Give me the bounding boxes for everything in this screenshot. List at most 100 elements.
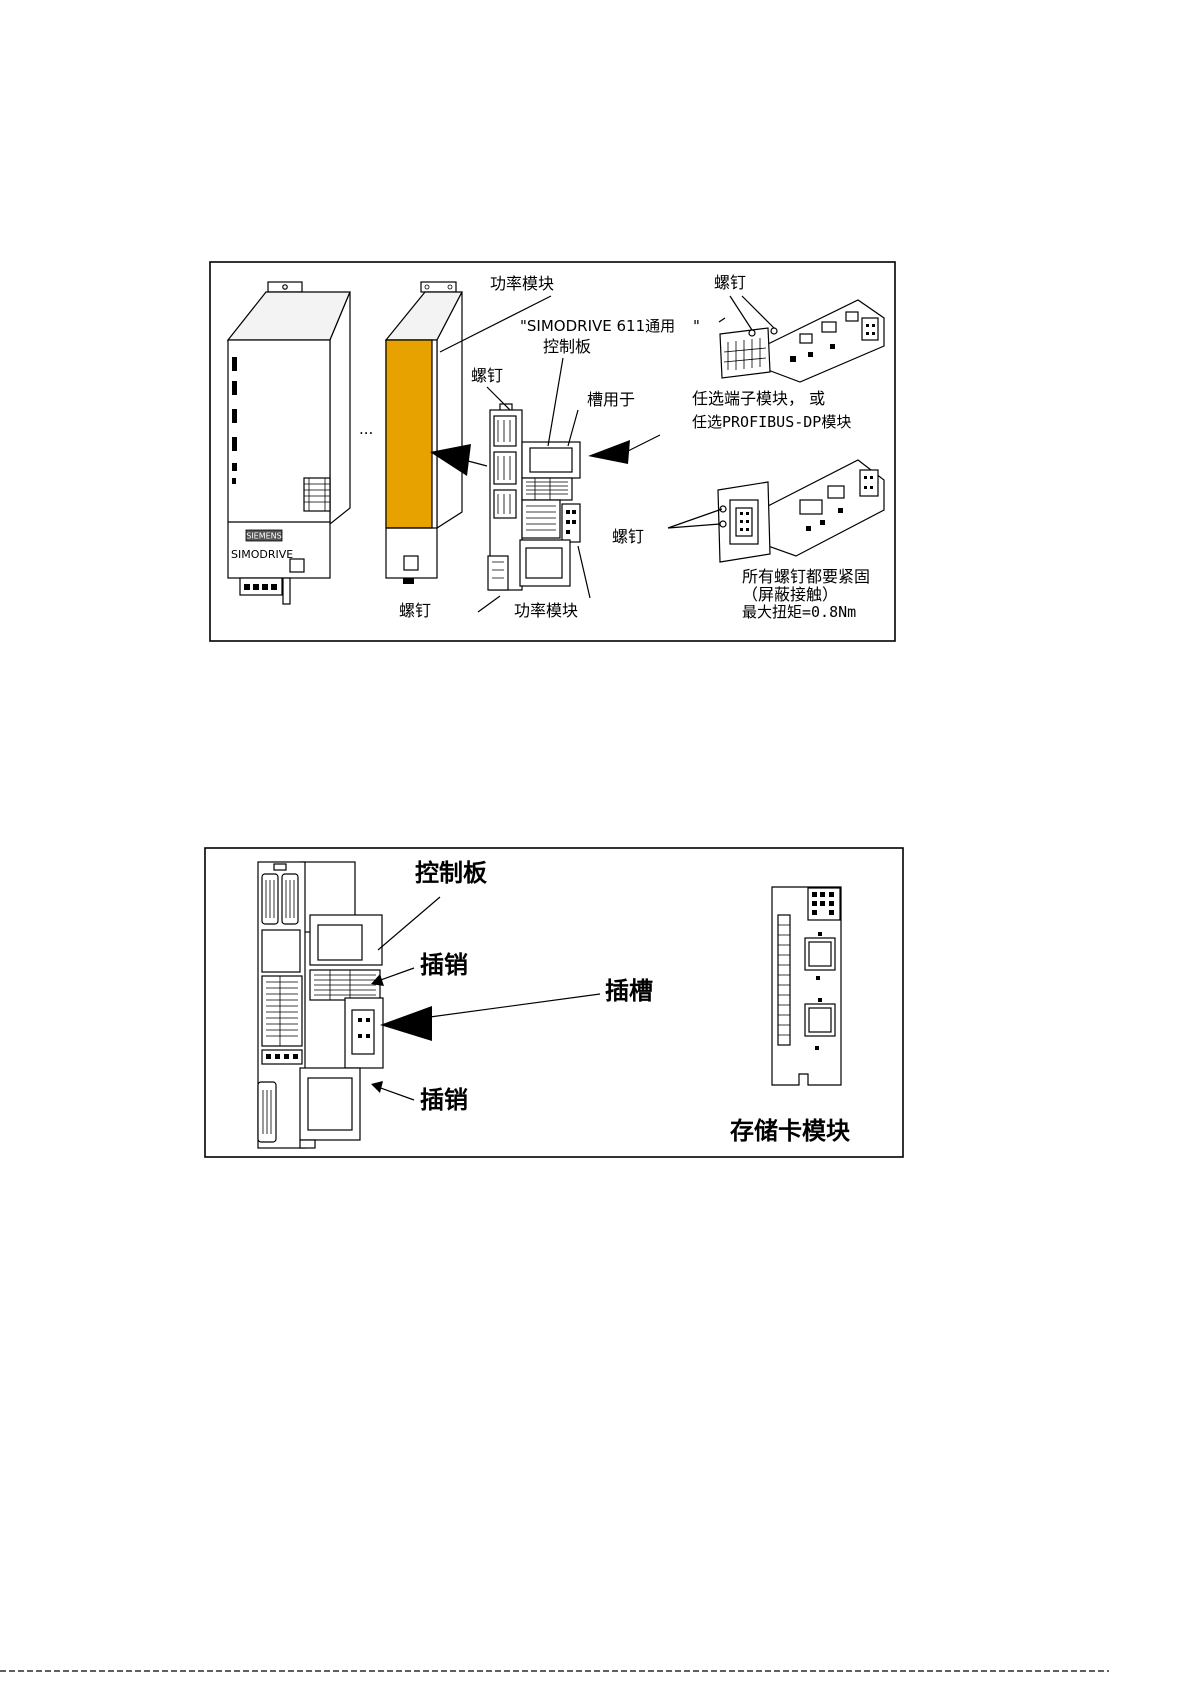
control-board-lower-sub-d-pins bbox=[262, 1090, 272, 1134]
control-board-pin-hatching bbox=[314, 970, 376, 1000]
terminal-module-header bbox=[861, 317, 879, 341]
sub-d-connector-2 bbox=[493, 451, 517, 485]
control-board-leader-line-2 bbox=[377, 896, 441, 951]
profibus-connector-pins bbox=[740, 512, 749, 531]
terminal-module-connector bbox=[719, 327, 771, 379]
terminal-module-screw-2 bbox=[770, 327, 778, 335]
slot-for-label: 槽用于 bbox=[587, 390, 635, 409]
power-module-label-bottom: 功率模块 bbox=[514, 601, 578, 620]
profibus-module-chip-2 bbox=[827, 485, 845, 499]
memory-slot-block bbox=[561, 503, 581, 543]
insert-arrow-right-head bbox=[588, 440, 630, 464]
screw-label-bottom: 螺钉 bbox=[399, 601, 431, 620]
power-module-leader-line bbox=[439, 295, 552, 353]
bottom-bracket bbox=[487, 555, 509, 591]
control-board-slot-contacts bbox=[358, 1018, 370, 1038]
slot-label: 插槽 bbox=[605, 977, 653, 1005]
terminal-module-chip-2 bbox=[821, 321, 837, 333]
tighten-note-line3: 最大扭矩=0.8Nm bbox=[742, 603, 856, 621]
terminal-module-components bbox=[790, 324, 875, 362]
slot-arrow-line bbox=[429, 993, 601, 1018]
option-module-cover bbox=[529, 447, 573, 473]
control-board-slot-inner bbox=[351, 1009, 375, 1055]
control-board-block-upper bbox=[261, 929, 301, 973]
slot-leader-line bbox=[567, 409, 579, 447]
profibus-connector-socket-inner bbox=[735, 507, 753, 537]
unit-front-connector bbox=[303, 477, 331, 512]
pin-arrow-lower-line bbox=[377, 1086, 415, 1101]
unit-terminal-strip bbox=[239, 577, 283, 596]
control-board-led-row bbox=[261, 1049, 303, 1065]
memory-card-module-label: 存储卡模块 bbox=[730, 1117, 850, 1145]
power-module-terminal bbox=[403, 578, 414, 584]
memory-card-dip-levers bbox=[812, 892, 834, 915]
more-units-ellipsis: ... bbox=[359, 420, 373, 438]
figure-2: 控制板 插销 插槽 插销 存储卡模块 bbox=[204, 847, 904, 1158]
sub-d-connector-1 bbox=[493, 415, 517, 447]
power-module-front-panel bbox=[385, 339, 433, 529]
power-module-mounting-tab bbox=[420, 281, 457, 293]
memory-card-chip-2-inner bbox=[808, 1007, 832, 1033]
profibus-module-header bbox=[859, 469, 879, 497]
memory-card-edge-connector bbox=[777, 914, 791, 1046]
terminal-module-connector-pins bbox=[723, 338, 767, 370]
control-board-leds bbox=[266, 1054, 298, 1059]
memory-card-module-drawing bbox=[771, 886, 842, 1086]
terminal-module-board bbox=[719, 299, 885, 383]
terminal-module-chip-1 bbox=[799, 333, 813, 344]
control-board-name-line2: 控制板 bbox=[543, 337, 591, 356]
slot-arrow-head bbox=[380, 1006, 432, 1041]
insert-arrow-right-tail bbox=[627, 434, 661, 452]
memory-slot-contacts bbox=[566, 510, 576, 534]
control-board-bottom-bracket bbox=[299, 1139, 316, 1149]
option-terminal-module: 任选端子模块， 或 bbox=[692, 389, 825, 408]
unit-front-connector-ribs bbox=[304, 478, 330, 511]
control-board-block-terminals bbox=[261, 975, 303, 1047]
tighten-note-line2: （屏蔽接触） bbox=[742, 585, 838, 604]
pin-arrow-upper-line bbox=[377, 967, 415, 982]
control-board-top-tag bbox=[273, 863, 287, 871]
figure-1: SIEMENS SIMODRIVE ... 功率模块 bbox=[209, 261, 896, 642]
screw-leader-lines-top-right bbox=[718, 295, 775, 331]
control-board-lower-module-inner bbox=[307, 1077, 353, 1131]
screw-leader-line-control-board bbox=[486, 386, 511, 411]
status-led-strip bbox=[232, 357, 237, 484]
control-board-name-close-quote: " bbox=[693, 317, 700, 335]
power-module-indicator bbox=[403, 555, 419, 571]
pin-arrow-upper-head bbox=[371, 974, 384, 986]
control-board-name-line1: "SIMODRIVE 611通用 bbox=[520, 317, 675, 335]
pin-label-upper: 插销 bbox=[420, 951, 468, 979]
profibus-module-chip-1 bbox=[799, 499, 823, 515]
memory-card-edge-contacts bbox=[778, 924, 790, 1036]
control-board-sub-d-pins bbox=[265, 880, 295, 918]
insert-arrow-left-head bbox=[430, 444, 471, 476]
option-slot-hatching bbox=[526, 478, 568, 500]
unit-front-face bbox=[227, 339, 331, 579]
screw-label-control-board: 螺钉 bbox=[471, 366, 503, 385]
memory-card-chip-1-inner bbox=[808, 941, 832, 967]
unit-ground-lug bbox=[282, 577, 291, 605]
bottom-leader-lines bbox=[477, 545, 591, 613]
option-profibus-module: 任选PROFIBUS-DP模块 bbox=[692, 413, 851, 431]
control-board-leader-line bbox=[547, 357, 564, 447]
control-board-upper-module-inner bbox=[317, 924, 363, 961]
terminal-module-chip-3 bbox=[845, 311, 859, 322]
power-connector-hatching bbox=[526, 505, 556, 531]
power-module-label-top: 功率模块 bbox=[490, 274, 554, 293]
pin-arrow-lower-head bbox=[371, 1081, 383, 1093]
option-slot bbox=[521, 477, 573, 501]
control-board-label: 控制板 bbox=[415, 859, 488, 887]
bottom-bracket-slots bbox=[492, 561, 504, 579]
sub-d-connector-pins bbox=[497, 420, 511, 514]
sub-d-connector-3 bbox=[493, 489, 517, 519]
screw-label-right: 螺钉 bbox=[612, 527, 644, 546]
siemens-badge bbox=[245, 529, 283, 542]
unit-terminals bbox=[244, 584, 277, 590]
terminal-module-screw-1 bbox=[748, 329, 756, 337]
control-board-terminal-hatching bbox=[266, 976, 298, 1046]
unit-front-indicator bbox=[289, 558, 305, 573]
control-board-drawing bbox=[257, 861, 384, 1149]
profibus-module-screw-1 bbox=[719, 505, 727, 513]
